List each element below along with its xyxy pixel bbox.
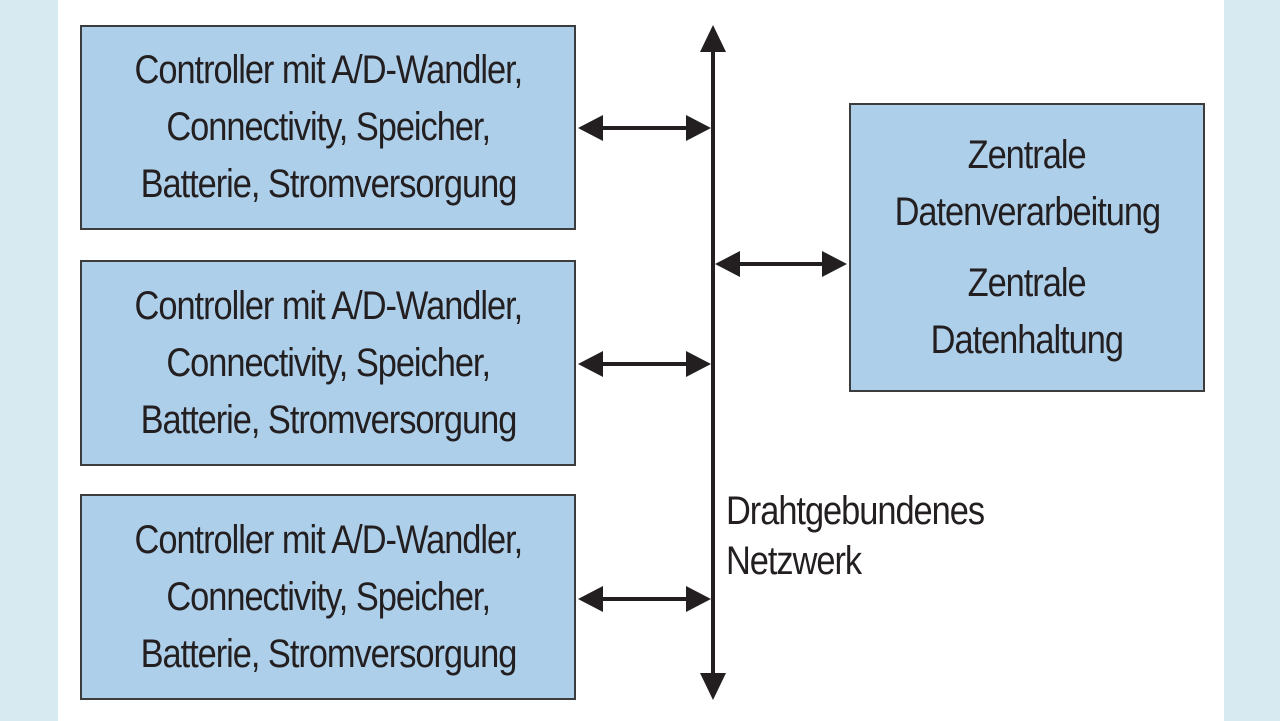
controller-3-line-1: Controller mit A/D-Wandler, [134, 517, 523, 562]
central-processing-line-2: Datenverarbeitung [894, 189, 1161, 234]
controller-3-line-3: Batterie, Stromversorgung [140, 631, 517, 676]
controller-3-line-2: Connectivity, Speicher, [166, 574, 491, 619]
central-processing-line-1: Zentrale [968, 132, 1087, 177]
controller-box-3: Controller mit A/D-Wandler, Connectivity… [80, 494, 576, 700]
controller-1-line-2: Connectivity, Speicher, [166, 105, 491, 149]
network-label-line-1: Drahtgebundenes [726, 489, 985, 533]
controller-2-line-1: Controller mit A/D-Wandler, [134, 283, 523, 328]
controller-box-1: Controller mit A/D-Wandler, Connectivity… [80, 25, 576, 230]
central-storage-line-2: Datenhaltung [930, 317, 1124, 362]
controller-2-line-3: Batterie, Stromversorgung [140, 397, 517, 442]
central-box: Zentrale Datenverarbeitung Zentrale Date… [849, 103, 1205, 392]
controller-1-line-1: Controller mit A/D-Wandler, [134, 48, 523, 92]
controller-2-line-2: Connectivity, Speicher, [166, 340, 491, 385]
network-label: Drahtgebundenes Netzwerk [726, 486, 985, 586]
controller-1-line-3: Batterie, Stromversorgung [140, 162, 517, 206]
controller-box-2: Controller mit A/D-Wandler, Connectivity… [80, 260, 576, 466]
central-storage-line-1: Zentrale [968, 260, 1087, 305]
network-label-line-2: Netzwerk [726, 539, 862, 583]
